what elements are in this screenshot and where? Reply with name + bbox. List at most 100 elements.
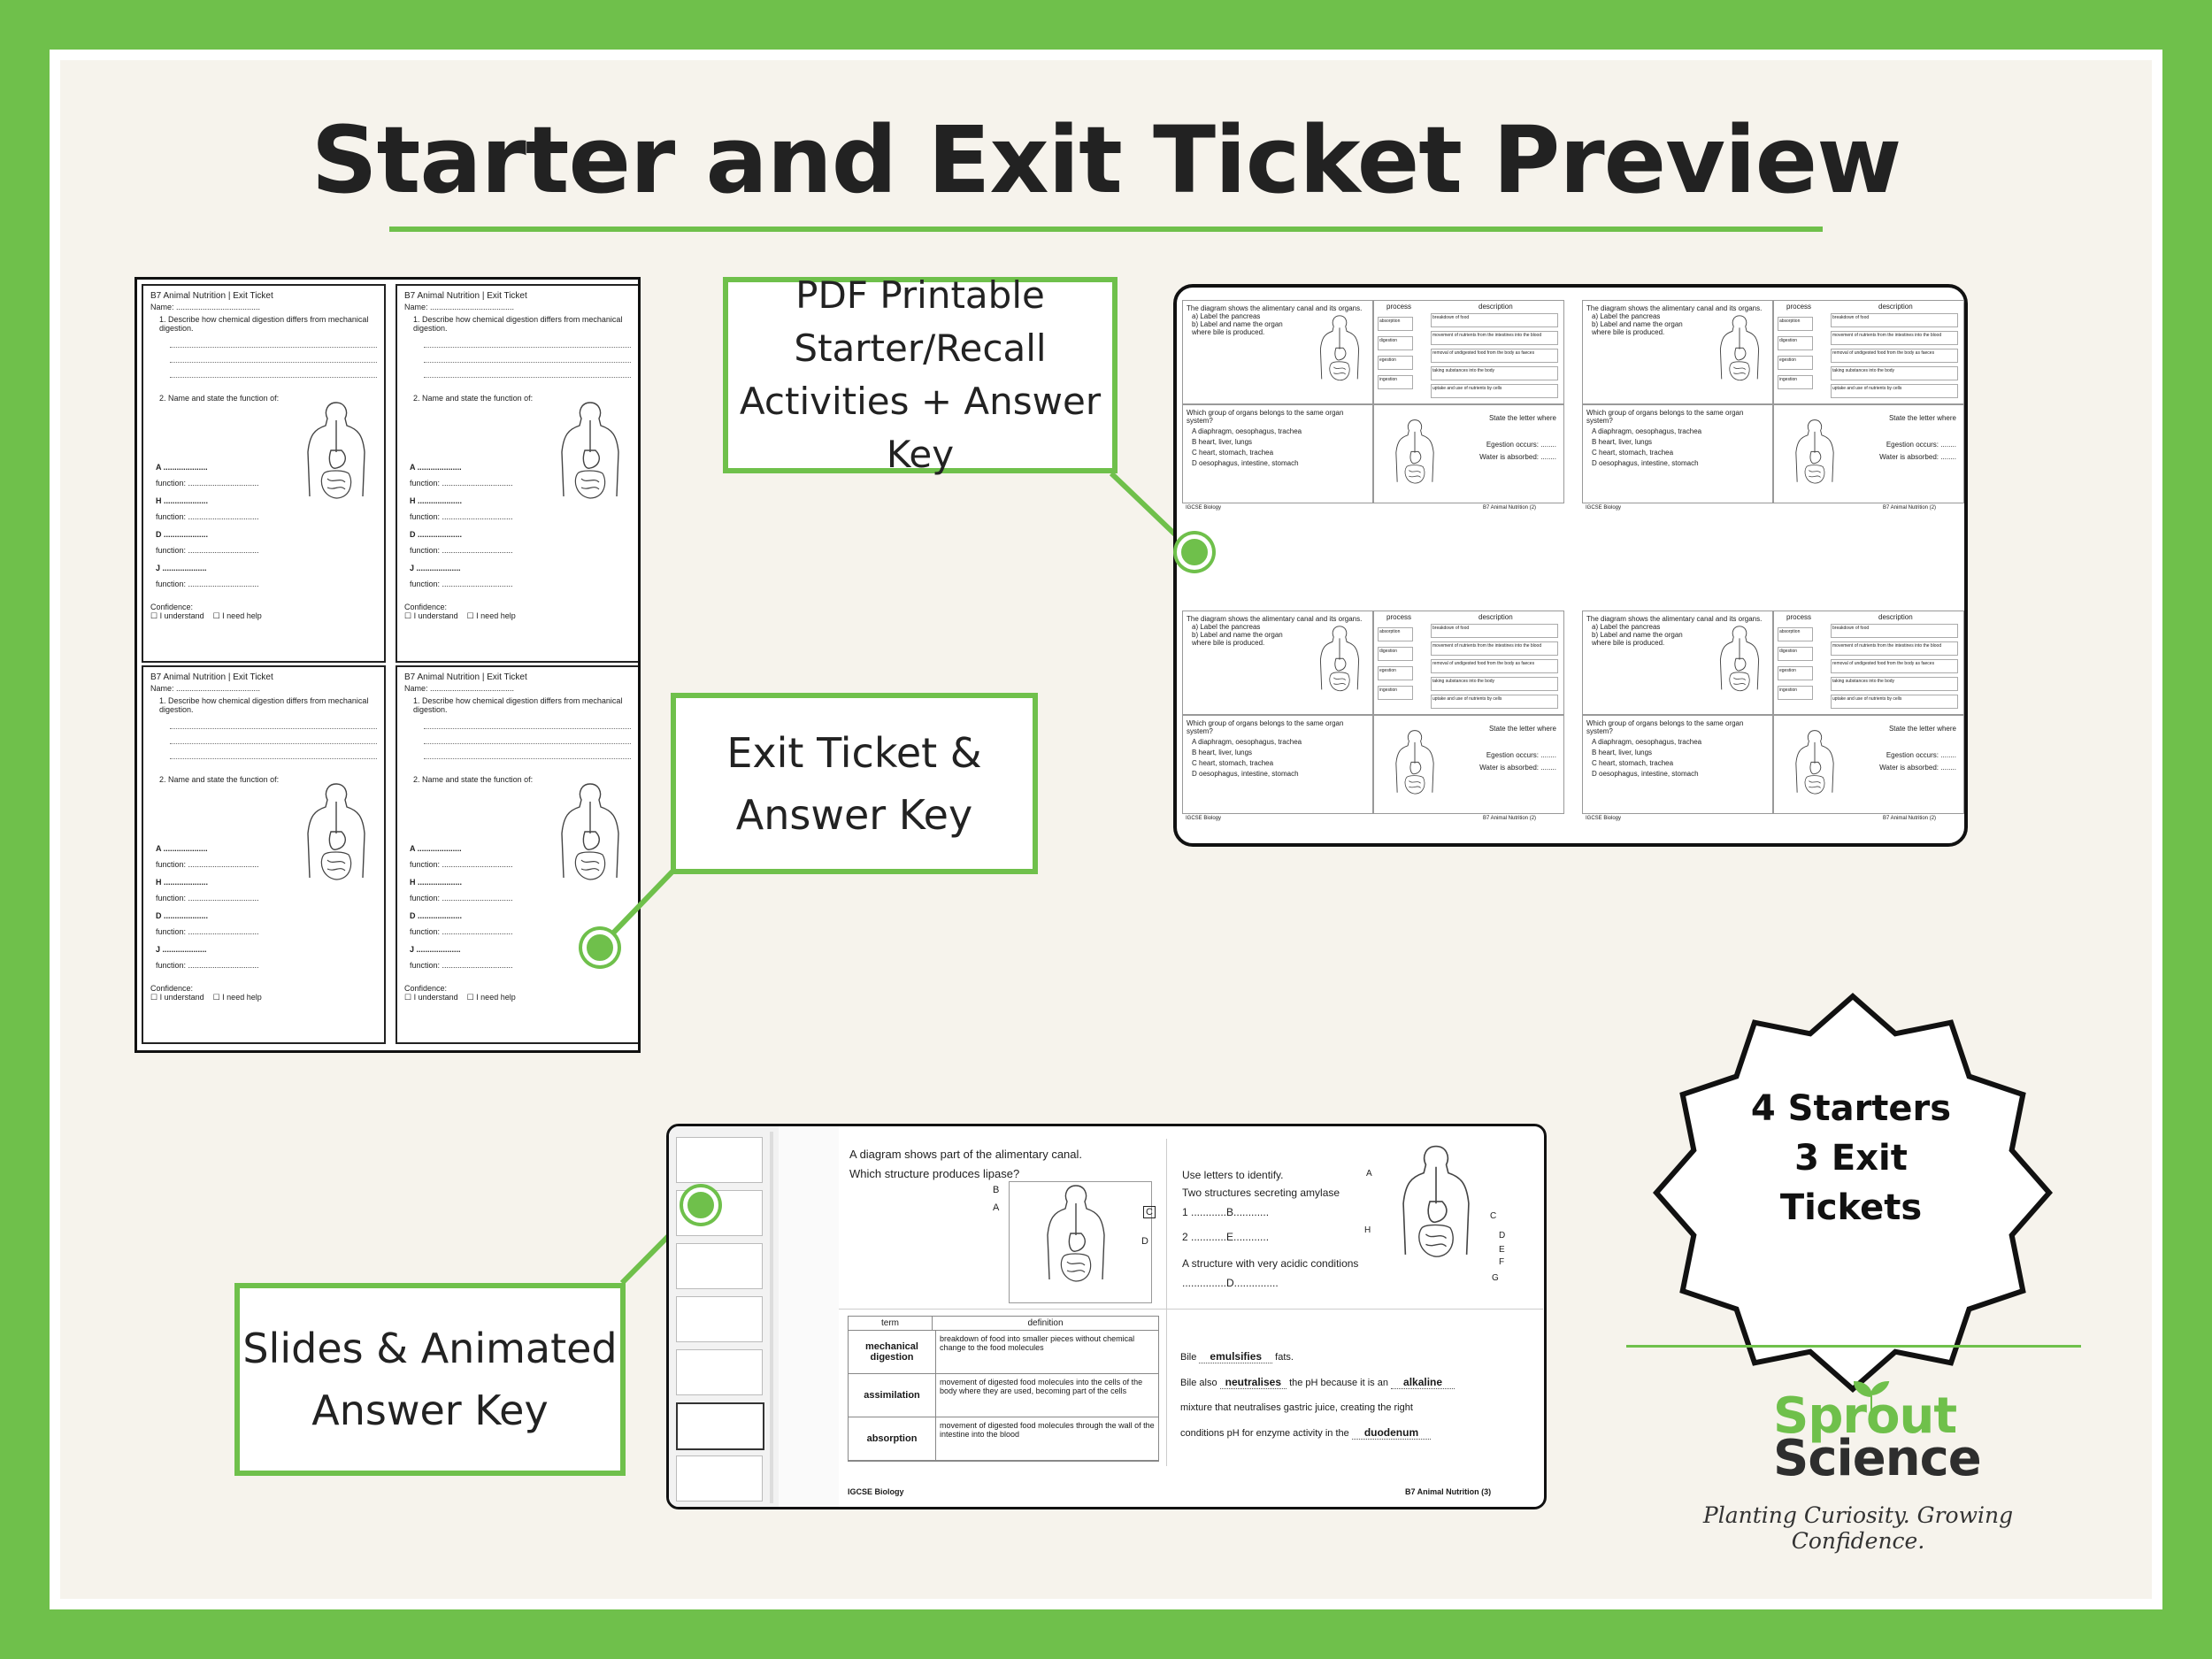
checkbox-understand[interactable]: ☐ I understand	[404, 611, 458, 620]
function-line[interactable]: function: ..............................…	[410, 894, 513, 902]
checkbox-understand[interactable]: ☐ I understand	[404, 993, 458, 1002]
mcq-option[interactable]: D oesophagus, intestine, stomach	[1592, 459, 1699, 467]
mcq-option[interactable]: A diaphragm, oesophagus, trachea	[1192, 738, 1302, 746]
description-item: taking substances into the body	[1431, 366, 1558, 380]
function-line[interactable]: function: ..............................…	[410, 961, 513, 970]
egestion-prompt[interactable]: Egestion occurs: ........	[1486, 751, 1556, 759]
egestion-prompt[interactable]: Egestion occurs: ........	[1486, 441, 1556, 449]
checkbox-need-help[interactable]: ☐ I need help	[466, 993, 516, 1002]
function-line[interactable]: function: ..............................…	[410, 860, 513, 869]
mcq-option[interactable]: C heart, stomach, trachea	[1192, 759, 1274, 767]
mcq-option[interactable]: D oesophagus, intestine, stomach	[1192, 770, 1299, 778]
answer-alkaline[interactable]: alkaline	[1391, 1376, 1455, 1389]
part-b: b) Label and name the organ where bile i…	[1192, 320, 1283, 336]
answer-line[interactable]	[170, 366, 377, 378]
checkbox-understand[interactable]: ☐ I understand	[150, 611, 204, 620]
mcq-option[interactable]: C heart, stomach, trachea	[1592, 449, 1674, 457]
mcq-option[interactable]: D oesophagus, intestine, stomach	[1192, 459, 1299, 467]
answer-line[interactable]	[170, 336, 377, 348]
egestion-prompt[interactable]: Egestion occurs: ........	[1886, 751, 1956, 759]
diagram-question-cell: The diagram shows the alimentary canal a…	[1182, 611, 1373, 715]
description-item: movement of nutrients from the intestine…	[1431, 641, 1558, 656]
alimentary-canal-diagram	[1047, 1185, 1105, 1282]
diagram-letter: D	[1141, 1236, 1148, 1247]
function-line[interactable]: function: ..............................…	[410, 512, 513, 521]
function-line[interactable]: function: ..............................…	[156, 512, 259, 521]
water-prompt[interactable]: Water is absorbed: ........	[1879, 453, 1956, 461]
answer-duodenum[interactable]: duodenum	[1351, 1426, 1432, 1440]
ticket-name-field[interactable]: Name: ..................................…	[404, 303, 515, 311]
mcq-option[interactable]: B heart, liver, lungs	[1192, 749, 1253, 757]
slide-thumbnail[interactable]	[676, 1243, 763, 1289]
diagram-letter: D	[1499, 1231, 1506, 1240]
ticket-name-field[interactable]: Name: ..................................…	[150, 303, 261, 311]
amylase-answer-1[interactable]: 1 ............B............	[1182, 1206, 1270, 1218]
mcq-option[interactable]: B heart, liver, lungs	[1592, 438, 1653, 446]
answer-neutralises[interactable]: neutralises	[1219, 1376, 1287, 1389]
function-line[interactable]: function: ..............................…	[156, 580, 259, 588]
description-item: movement of nutrients from the intestine…	[1431, 331, 1558, 345]
answer-line[interactable]	[170, 733, 377, 744]
label-list: A ....................function: ........…	[150, 844, 377, 970]
mcq-option[interactable]: B heart, liver, lungs	[1592, 749, 1653, 757]
answer-line[interactable]	[424, 351, 631, 363]
thumbnail-scrollbar[interactable]	[770, 1132, 773, 1503]
description-header: description	[1878, 303, 1913, 311]
slide-thumbnail[interactable]	[676, 1349, 763, 1395]
egestion-prompt[interactable]: Egestion occurs: ........	[1886, 441, 1956, 449]
mcq-option[interactable]: C heart, stomach, trachea	[1192, 449, 1274, 457]
slide-thumbnail[interactable]	[676, 1137, 763, 1183]
mcq-option[interactable]: C heart, stomach, trachea	[1592, 759, 1674, 767]
acidic-answer[interactable]: ...............D...............	[1182, 1277, 1279, 1289]
ticket-name-field[interactable]: Name: ..................................…	[150, 684, 261, 693]
mcq-option[interactable]: D oesophagus, intestine, stomach	[1592, 770, 1699, 778]
description-header: description	[1479, 613, 1513, 621]
function-line[interactable]: function: ..............................…	[156, 961, 259, 970]
answer-line[interactable]	[424, 366, 631, 378]
organ-letter: J ....................	[156, 945, 207, 954]
answer-line[interactable]	[424, 336, 631, 348]
mcq-option[interactable]: A diaphragm, oesophagus, trachea	[1192, 427, 1302, 435]
answer-line[interactable]	[424, 733, 631, 744]
checkbox-need-help[interactable]: ☐ I need help	[466, 611, 516, 620]
description-item: removal of undigested food from the body…	[1431, 349, 1558, 363]
water-prompt[interactable]: Water is absorbed: ........	[1479, 453, 1556, 461]
function-line[interactable]: function: ..............................…	[410, 479, 513, 488]
answer-line[interactable]	[170, 748, 377, 759]
slide-canvas: A diagram shows part of the alimentary c…	[839, 1126, 1543, 1507]
slide-thumbnail[interactable]	[676, 1455, 763, 1502]
ticket-name-field[interactable]: Name: ..................................…	[404, 684, 515, 693]
function-line[interactable]: function: ..............................…	[410, 927, 513, 936]
mcq-option[interactable]: A diaphragm, oesophagus, trachea	[1592, 427, 1702, 435]
water-prompt[interactable]: Water is absorbed: ........	[1479, 764, 1556, 772]
function-line[interactable]: function: ..............................…	[410, 580, 513, 588]
confidence-label: Confidence:	[404, 603, 448, 611]
slide-thumbnail[interactable]	[676, 1402, 764, 1450]
answer-line[interactable]	[170, 351, 377, 363]
slide-thumbnail[interactable]	[676, 1296, 763, 1342]
organ-letter: D ....................	[156, 911, 209, 920]
function-line[interactable]: function: ..............................…	[156, 479, 259, 488]
mcq-option[interactable]: B heart, liver, lungs	[1192, 438, 1253, 446]
question-2: 2. Name and state the function of:	[159, 394, 280, 403]
answer-emulsifies[interactable]: emulsifies	[1199, 1350, 1273, 1363]
function-line[interactable]: function: ..............................…	[156, 927, 259, 936]
description-item: uptake and use of nutrients by cells	[1831, 695, 1958, 709]
checkbox-need-help[interactable]: ☐ I need help	[212, 993, 262, 1002]
checkbox-need-help[interactable]: ☐ I need help	[212, 611, 262, 620]
organ-system-question: Which group of organs belongs to the sam…	[1187, 409, 1344, 425]
answer-line[interactable]	[424, 748, 631, 759]
function-line[interactable]: function: ..............................…	[156, 894, 259, 902]
checkbox-understand[interactable]: ☐ I understand	[150, 993, 204, 1002]
function-line[interactable]: function: ..............................…	[156, 546, 259, 555]
water-prompt[interactable]: Water is absorbed: ........	[1879, 764, 1956, 772]
answer-line[interactable]	[424, 718, 631, 729]
function-line[interactable]: function: ..............................…	[156, 860, 259, 869]
answer-line[interactable]	[170, 718, 377, 729]
mcq-option[interactable]: A diaphragm, oesophagus, trachea	[1592, 738, 1702, 746]
amylase-answer-2[interactable]: 2 ............E............	[1182, 1231, 1270, 1243]
function-line[interactable]: function: ..............................…	[410, 546, 513, 555]
question-1: 1. Describe how chemical digestion diffe…	[413, 315, 623, 333]
